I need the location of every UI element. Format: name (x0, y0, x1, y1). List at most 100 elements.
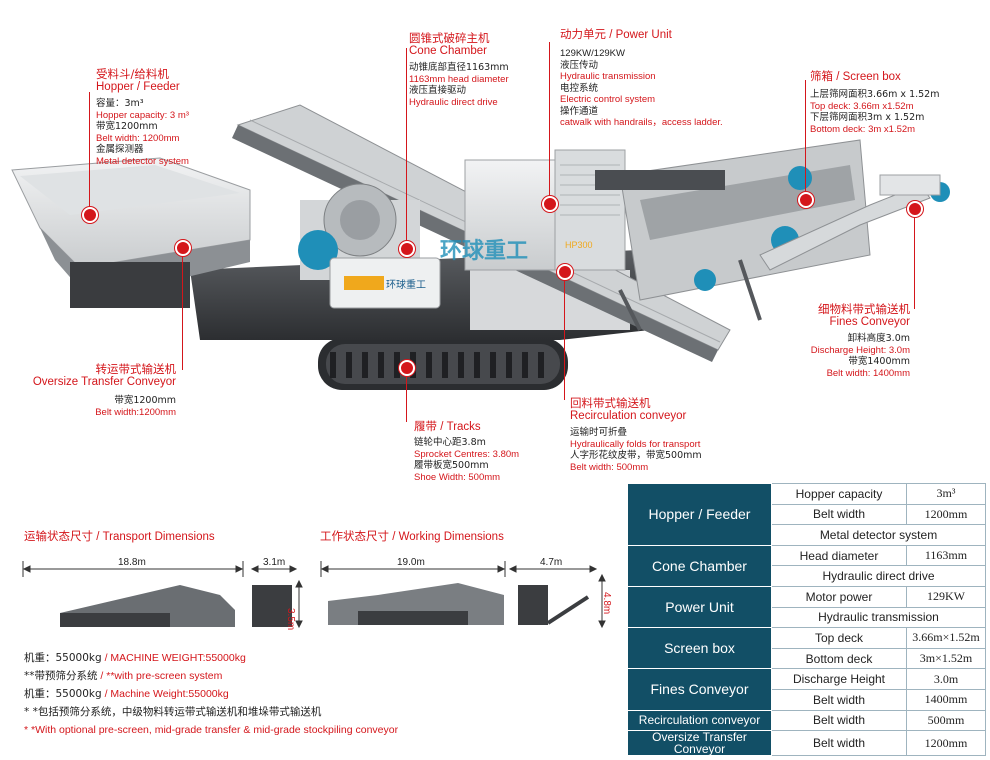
transport-title-en: / Transport Dimensions (93, 531, 215, 543)
spec-value: 500mm (906, 709, 986, 732)
callout-screen-en: / Screen box (836, 71, 901, 83)
fines-conveyor-shape (759, 174, 950, 271)
spec-label: Bottom deck (771, 647, 907, 670)
callout-oversize-l1: 带宽1200mm (114, 395, 176, 406)
note-5-en: * *With optional pre-screen, mid-grade t… (24, 724, 399, 736)
callout-oversize-l2: Belt width:1200mm (95, 406, 176, 418)
power-marker (542, 196, 558, 212)
transport-height: 3.5m (285, 608, 296, 631)
hopper-marker (82, 207, 98, 223)
callout-power-l3: Hydraulic transmission (560, 71, 656, 82)
table-row: Hydraulic direct drive (628, 565, 986, 587)
callout-recirc-l4: Belt width: 500mm (570, 461, 649, 473)
spec-value: 3m³ (906, 483, 986, 505)
cone-crusher-shape (298, 183, 441, 309)
callout-fines-l1: 卸料高度3.0m (847, 333, 910, 344)
callout-hopper-l1: 容量：3m³ (96, 98, 144, 109)
brand-plate: 环球重工 (386, 278, 426, 291)
callout-screen-l1: 上层筛网面积3.66m x 1.52m (810, 89, 940, 100)
table-row: Cone Chamber Head diameter 1163mm (627, 544, 986, 587)
spec-value: 3.0m (906, 668, 986, 690)
note-2-en: / **with pre-screen system (97, 670, 223, 682)
working-height: 4.8m (601, 592, 612, 615)
callout-recirc-l1: 运输时可折叠 (570, 427, 628, 438)
callout-cone-l2: 1163mm head diameter (409, 73, 509, 85)
callout-cone-l3: 液压直接驱动 (409, 85, 467, 96)
callout-cone: 圆锥式破碎主机 Cone Chamber 动锥底部直径1163mm 1163mm… (409, 32, 509, 108)
spec-cat-fines: Fines Conveyor (627, 668, 772, 711)
spec-span: Hydraulic transmission (771, 606, 986, 629)
callout-fines-zh: 细物料带式输送机 (818, 302, 910, 316)
callout-tracks-l4: Shoe Width: 500mm (414, 471, 501, 483)
callout-cone-l4: Hydraulic direct drive (409, 96, 498, 108)
callout-oversize: 转运带式输送机 Oversize Transfer Conveyor 带宽120… (33, 363, 176, 418)
callout-screen: 筛箱 / Screen box 上层筛网面积3.66m x 1.52m Top … (810, 70, 939, 135)
spec-cat-screen: Screen box (627, 627, 772, 670)
spec-value: 1163mm (906, 544, 986, 567)
working-dimension-drawing (320, 561, 606, 629)
table-row: Belt width 1200mm (628, 503, 986, 526)
callout-fines-en: Fines Conveyor (829, 316, 910, 328)
spec-label: Belt width (771, 730, 907, 757)
spec-label: Motor power (771, 585, 907, 608)
callout-tracks-en: / Tracks (440, 421, 481, 433)
spec-value: 1200mm (906, 730, 986, 757)
callout-power-l5: Electric control system (560, 94, 656, 105)
working-width: 4.7m (540, 557, 563, 568)
spec-label: Belt width (771, 688, 907, 711)
working-dimensions-title: 工作状态尺寸 / Working Dimensions (320, 528, 504, 544)
callout-power-zh: 动力单元 (560, 27, 606, 41)
hopper-shape (11, 157, 251, 308)
callout-hopper-zh: 受料斗/给料机 (96, 67, 169, 81)
spec-cat-cone: Cone Chamber (627, 544, 772, 587)
callout-power-l2: 液压传动 (560, 59, 599, 71)
callout-power-l4: 电控系统 (560, 82, 599, 94)
spec-value: 1400mm (906, 688, 986, 711)
spec-cat-oversize: Oversize Transfer Conveyor (627, 730, 772, 757)
tracks-shape (318, 338, 568, 390)
note-1-zh: 机重：55000kg (24, 652, 102, 664)
callout-power-l7: catwalk with handrails，access ladder. (560, 117, 723, 128)
spec-span: Metal detector system (771, 524, 986, 546)
spec-cat-recirc: Recirculation conveyor (627, 709, 772, 732)
transport-dimensions-title: 运输状态尺寸 / Transport Dimensions (24, 528, 215, 544)
table-row: Power Unit Motor power 129KW (627, 585, 986, 629)
callout-recirc-l2: Hydraulically folds for transport (570, 438, 701, 450)
callout-screen-zh: 筛箱 (810, 69, 833, 83)
spec-value: 1200mm (906, 503, 986, 526)
transport-length: 18.8m (118, 557, 146, 568)
spec-cat-hopper: Hopper / Feeder (627, 483, 772, 546)
fines-marker (907, 201, 923, 217)
callout-power: 动力单元 / Power Unit 129KW/129KW 液压传动 Hydra… (560, 28, 723, 129)
callout-tracks-l1: 链轮中心距3.8m (414, 437, 486, 448)
notes-block: 机重：55000kg / MACHINE WEIGHT:55000kg **带预… (24, 649, 398, 739)
table-row: Recirculation conveyor Belt width 500mm (627, 709, 986, 732)
callout-screen-l3: 下层筛网面积3m x 1.52m (810, 112, 925, 123)
model-label: HP300 (565, 240, 593, 250)
recirc-marker (557, 264, 573, 280)
working-title-zh: 工作状态尺寸 (320, 529, 389, 543)
note-2-zh: **带预筛分系统 (24, 670, 98, 682)
table-row: Fines Conveyor Discharge Height 3.0m (627, 668, 986, 711)
callout-cone-l1: 动锥底部直径1163mm (409, 62, 509, 73)
callout-recirc: 回料带式输送机 Recirculation conveyor 运输时可折叠 Hy… (570, 397, 702, 473)
spec-cat-power: Power Unit (627, 585, 772, 629)
oversize-marker (175, 240, 191, 256)
working-length: 19.0m (397, 557, 425, 568)
tracks-marker (399, 360, 415, 376)
note-3-en: / Machine Weight:55000kg (101, 688, 229, 700)
working-title-en: / Working Dimensions (389, 531, 504, 543)
table-row: Hydraulic transmission (628, 606, 986, 629)
callout-tracks-zh: 履带 (414, 419, 437, 433)
callout-recirc-l3: 人字形花纹皮带，带宽500mm (570, 450, 702, 461)
transport-title-zh: 运输状态尺寸 (24, 529, 93, 543)
callout-tracks-l3: 履带板宽500mm (414, 460, 489, 471)
callout-oversize-zh: 转运带式输送机 (95, 362, 177, 376)
spec-value: 3m×1.52m (906, 647, 986, 670)
callout-hopper-l2: Hopper capacity: 3 m³ (96, 109, 189, 121)
table-row: Hopper / Feeder Hopper capacity 3m³ (627, 483, 986, 546)
callout-fines-l4: Belt width: 1400mm (826, 367, 910, 379)
spec-label: Head diameter (771, 544, 907, 567)
spec-label: Top deck (771, 627, 907, 649)
callout-screen-l2: Top deck: 3.66m x1.52m (810, 100, 914, 112)
